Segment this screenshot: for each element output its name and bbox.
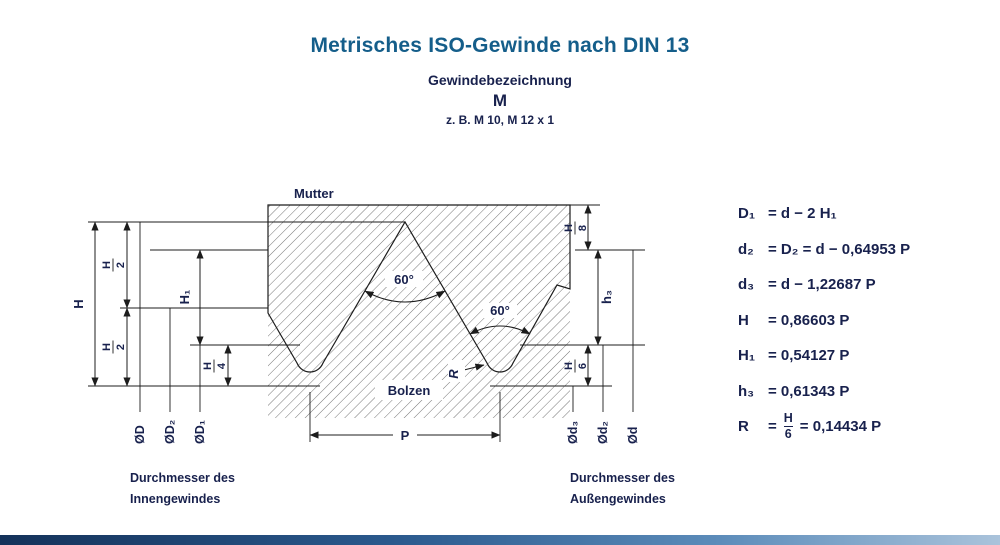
caption-line: Innengewindes <box>130 492 221 506</box>
formula-lhs: R <box>738 418 749 436</box>
fraction-bar <box>783 426 793 428</box>
svg-text:8: 8 <box>577 225 589 231</box>
dim-label-P: P <box>401 428 410 443</box>
page-title: Metrisches ISO-Gewinde nach DIN 13 <box>310 34 690 57</box>
svg-text:R: R <box>446 369 461 379</box>
caption-line: Durchmesser des <box>570 471 675 485</box>
svg-text:Ød: Ød <box>626 427 640 444</box>
thread-designation-heading: Gewindebezeichnung <box>428 72 572 88</box>
svg-text:H: H <box>202 362 214 370</box>
svg-text:H: H <box>563 224 575 232</box>
svg-text:2: 2 <box>115 262 127 268</box>
diameter-label-d: Ød <box>626 427 640 444</box>
formula-lhs: d₃ <box>738 276 755 294</box>
apex-angle-backdrop <box>385 271 423 287</box>
fraction-denominator: 6 <box>784 427 792 442</box>
svg-text:H: H <box>71 299 86 308</box>
formula-rhs: = d − 1,22687 P <box>768 276 876 294</box>
dim-label-H-quarter: H 4 <box>202 359 228 373</box>
radius-label-backdrop <box>448 360 465 382</box>
formula-row-R: R = H 6 = 0,14434 P <box>738 409 910 445</box>
dim-label-H-half-lower: H 2 <box>101 340 127 354</box>
svg-text:ØD: ØD <box>133 425 147 444</box>
bolt-label: Bolzen <box>388 383 431 398</box>
angle-label-apex: 60° <box>394 272 414 287</box>
svg-text:ØD₁: ØD₁ <box>193 420 207 444</box>
formula-rhs: = 0,61343 P <box>768 382 850 400</box>
svg-text:H₁: H₁ <box>177 290 192 305</box>
diameter-label-d3: Ød₃ <box>566 421 580 444</box>
formula-row-d2: d₂ = D₂ = d − 0,64953 P <box>738 232 910 268</box>
header: Metrisches ISO-Gewinde nach DIN 13 Gewin… <box>0 0 1000 127</box>
formula-lhs: H₁ <box>738 347 756 365</box>
formula-row-D1: D₁ = d − 2 H₁ <box>738 196 910 232</box>
svg-text:6: 6 <box>577 363 589 369</box>
svg-text:Ød₂: Ød₂ <box>596 421 610 444</box>
caption-outer-thread: Durchmesser des Außengewindes <box>570 468 675 510</box>
svg-text:H: H <box>563 362 575 370</box>
svg-text:h₃: h₃ <box>599 290 614 304</box>
dim-label-h3: h₃ <box>599 290 614 304</box>
svg-text:2: 2 <box>115 344 127 350</box>
formula-rhs: = d − 2 H₁ <box>768 205 837 223</box>
diameter-label-D2: ØD₂ <box>163 420 177 444</box>
formula-row-H1: H₁ = 0,54127 P <box>738 338 910 374</box>
nut-label: Mutter <box>294 186 334 201</box>
diameter-label-D: ØD <box>133 425 147 444</box>
dim-label-H: H <box>71 299 86 308</box>
diameter-label-D1: ØD₁ <box>193 420 207 444</box>
dimension-lines <box>91 204 602 439</box>
caption-inner-thread: Durchmesser des Innengewindes <box>130 468 235 510</box>
formula-rhs: = 0,54127 P <box>768 347 850 365</box>
svg-text:Ød₃: Ød₃ <box>566 421 580 444</box>
dim-label-H-sixth: H 6 <box>563 359 589 373</box>
dim-label-H-half-upper: H 2 <box>101 258 127 272</box>
dim-label-R: R <box>446 369 461 379</box>
formula-fraction: H 6 <box>783 411 793 442</box>
equals-sign: = <box>768 418 777 436</box>
caption-line: Außengewindes <box>570 492 666 506</box>
formula-row-h3: h₃ = 0,61343 P <box>738 374 910 410</box>
designation-example: z. B. M 10, M 12 x 1 <box>445 113 555 127</box>
fraction-numerator: H <box>783 411 793 426</box>
formula-row-H: H = 0,86603 P <box>738 303 910 339</box>
angle-label-root: 60° <box>490 303 510 318</box>
dim-label-H1: H₁ <box>177 290 192 305</box>
bolt-hatch-region <box>268 222 570 418</box>
formula-lhs: h₃ <box>738 382 755 400</box>
svg-text:H: H <box>101 261 113 269</box>
caption-line: Durchmesser des <box>130 471 235 485</box>
formula-rhs: = 0,14434 P <box>799 418 882 436</box>
svg-text:H: H <box>101 343 113 351</box>
svg-text:4: 4 <box>216 362 228 369</box>
diameter-label-d2: Ød₂ <box>596 421 610 444</box>
formula-row-d3: d₃ = d − 1,22687 P <box>738 267 910 303</box>
formula-lhs: d₂ <box>738 240 754 258</box>
formula-list: D₁ = d − 2 H₁ d₂ = D₂ = d − 0,64953 P d₃… <box>738 196 910 445</box>
dim-label-H-eighth: H 8 <box>563 221 589 235</box>
formula-lhs: D₁ <box>738 205 756 223</box>
bolt-label-backdrop <box>375 380 443 400</box>
formula-rhs: = D₂ = d − 0,64953 P <box>768 240 911 258</box>
formula-rhs: = 0,86603 P <box>768 311 850 329</box>
thread-designation-letter: M <box>492 91 508 110</box>
formula-lhs: H <box>738 311 749 329</box>
svg-text:ØD₂: ØD₂ <box>163 420 177 444</box>
root-angle-backdrop <box>483 303 517 318</box>
bottom-gradient-bar <box>0 535 1000 545</box>
